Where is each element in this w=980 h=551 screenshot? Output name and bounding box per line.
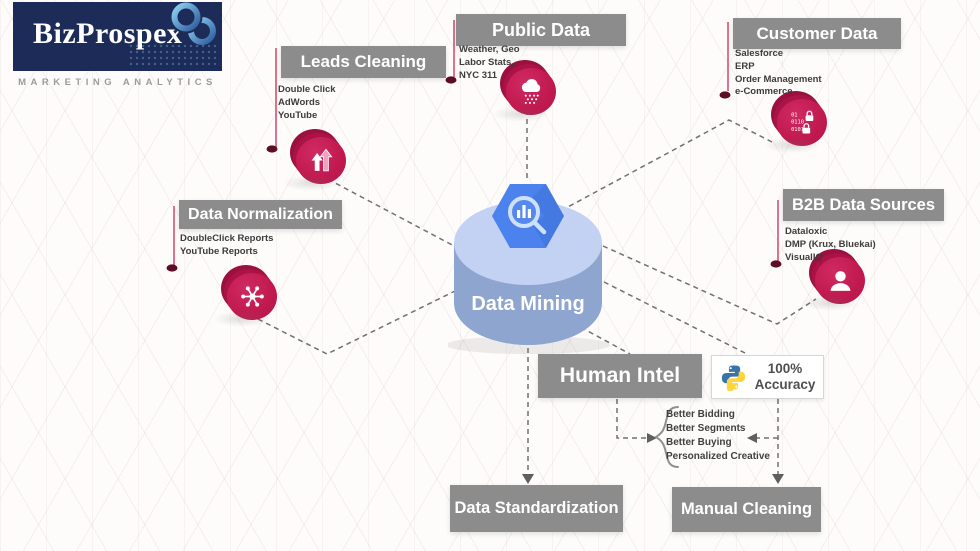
connector-customer-to-mining — [565, 119, 773, 209]
leads-cleaning-disc — [282, 129, 348, 191]
benefit-item: Better Bidding — [666, 409, 735, 420]
list-item: Order Management — [735, 73, 822, 85]
up-arrows-icon — [311, 148, 333, 172]
arrow-down-standardization — [522, 474, 534, 484]
binary-text: 0101 — [791, 127, 804, 133]
list-item: e-Commerce — [735, 86, 793, 98]
list-item: Double Click — [278, 84, 336, 95]
b2b-data-sources-list: Dataloxic DMP (Krux, Bluekai) VisualIQ — [785, 226, 876, 264]
arrow-right-benefits — [647, 433, 657, 443]
benefit-item: Personalized Creative — [666, 451, 770, 462]
pin-dots — [166, 76, 782, 272]
b2b-data-sources-label: B2B Data Sources — [791, 195, 936, 214]
accuracy-label: Accuracy — [754, 377, 816, 392]
python-icon — [721, 365, 746, 391]
bizprospex-logo: BizProspex — [13, 2, 222, 71]
connector-human-intel-to-benefits — [616, 399, 648, 439]
binary-text: 0110 — [791, 120, 804, 126]
customer-data-label: Customer Data — [756, 23, 878, 43]
dot-pattern — [128, 43, 220, 69]
disc-face — [296, 137, 346, 184]
bar-chart-glyph — [517, 205, 531, 218]
list-item: VisualIQ — [785, 251, 823, 263]
data-normalization-label: Data Normalization — [188, 205, 333, 223]
list-item: AdWords — [278, 96, 321, 108]
padlock-icon — [802, 110, 813, 134]
benefit-item: Better Segments — [666, 423, 746, 434]
connector-mining-to-b2b — [602, 245, 817, 325]
customer-data-sources: Salesforce ERP Order Management e-Commer… — [735, 48, 822, 99]
red-pin-lines — [173, 20, 779, 265]
arrow-down-manual — [772, 474, 784, 484]
binary-text: 01 — [791, 112, 798, 118]
bigquery-hexagon-icon — [492, 184, 564, 248]
public-data-label: Public Data — [491, 19, 591, 40]
data-mining-label: Data Mining — [471, 293, 584, 315]
data-normalization-sources: DoubleClick Reports YouTube Reports — [180, 233, 273, 259]
list-item: Dataloxic — [785, 226, 828, 237]
benefits-list: Better Bidding Better Segments Better Bu… — [666, 408, 770, 464]
leads-cleaning-box: Leads Cleaning — [281, 46, 446, 78]
data-normalization-disc — [213, 265, 279, 327]
list-item: NYC 311 — [459, 69, 498, 81]
manual-cleaning-label: Manual Cleaning — [680, 500, 813, 518]
list-item: DMP (Krux, Bluekai) — [785, 238, 876, 250]
dashed-connectors — [249, 110, 817, 477]
customer-data-disc: 01 0110 0101 — [763, 91, 829, 153]
hub-network-icon — [240, 286, 264, 307]
accuracy-box: 100% Accuracy — [711, 355, 824, 399]
brand-tagline: MARKETING ANALYTICS — [18, 77, 217, 88]
cylinder-shadow — [448, 336, 610, 354]
benefit-item: Better Buying — [666, 437, 732, 448]
brand-name: BizProspex — [33, 17, 183, 50]
b2b-data-sources-box: B2B Data Sources — [783, 189, 944, 221]
public-data-disc — [492, 60, 558, 122]
disc-face — [227, 273, 277, 320]
person-icon — [830, 271, 850, 291]
list-item: YouTube — [278, 109, 318, 121]
public-data-box: Public Data — [456, 14, 626, 46]
connector-mining-to-accuracy — [603, 281, 746, 354]
disc-face: 01 0110 0101 — [777, 99, 827, 146]
list-item: YouTube Reports — [180, 245, 258, 257]
accuracy-value: 100% — [767, 361, 803, 376]
connector-normalization-to-mining — [249, 290, 456, 355]
list-item: ERP — [735, 60, 755, 72]
magnifier-handle — [532, 220, 547, 235]
human-intel-label: Human Intel — [559, 364, 681, 387]
list-item: Labor Stats, — [459, 56, 514, 68]
connector-leads-to-mining — [319, 174, 457, 248]
rain-cloud-icon — [521, 78, 540, 104]
data-standardization-box: Data Standardization — [450, 485, 623, 532]
arrowheads — [522, 433, 784, 484]
curly-brace — [654, 406, 679, 468]
secure-data-icon: 01 0110 0101 — [791, 110, 813, 134]
list-item: DoubleClick Reports — [180, 233, 274, 244]
leads-cleaning-label: Leads Cleaning — [300, 52, 427, 71]
customer-data-box: Customer Data — [733, 18, 901, 49]
b2b-data-sources-disc — [801, 249, 867, 311]
data-standardization-label: Data Standardization — [454, 499, 619, 517]
double-ring-icon — [169, 2, 216, 45]
data-normalization-box: Data Normalization — [179, 200, 342, 229]
hexagon-shade — [531, 184, 564, 248]
leads-cleaning-sources: Double Click AdWords YouTube — [278, 84, 336, 122]
public-data-sources: Weather, Geo Labor Stats, NYC 311 — [459, 44, 520, 82]
manual-cleaning-box: Manual Cleaning — [672, 487, 821, 532]
list-item: Salesforce — [735, 48, 784, 59]
human-intel-box: Human Intel — [538, 354, 702, 398]
list-item: Weather, Geo — [459, 44, 520, 55]
arrow-left-benefits — [747, 433, 757, 443]
